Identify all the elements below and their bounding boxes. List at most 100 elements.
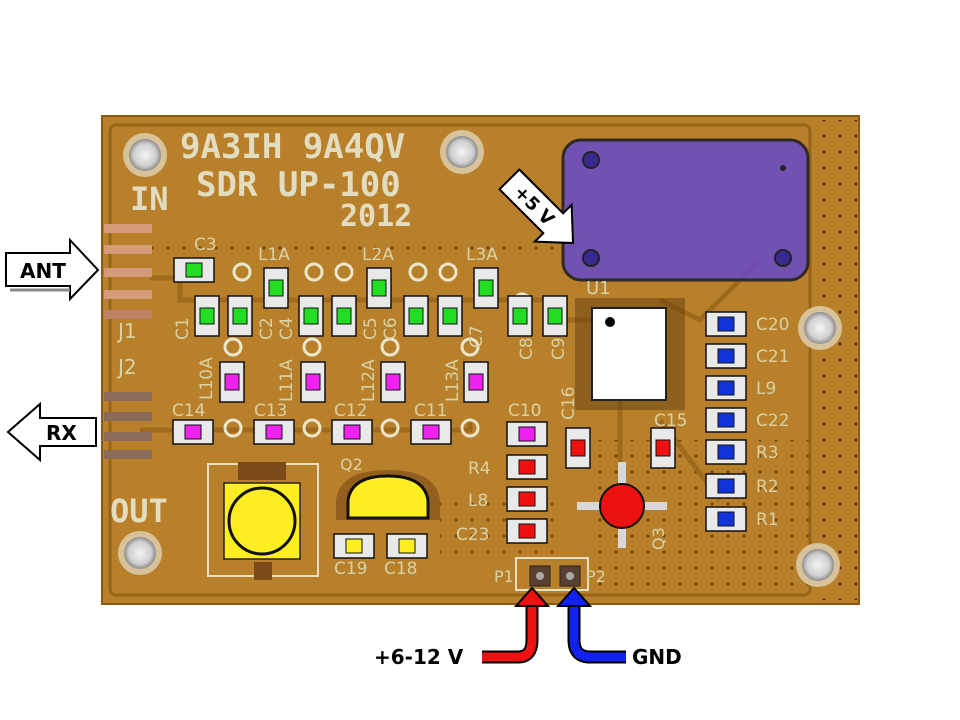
- refdes-c19: C19: [334, 559, 368, 579]
- refdes-c20: C20: [756, 315, 790, 335]
- refdes-c2: C2: [257, 317, 277, 340]
- wire-positive: [482, 586, 551, 664]
- component-c7: [437, 295, 463, 337]
- refdes-l10a: L10A: [197, 357, 217, 400]
- component-c10: [506, 421, 548, 447]
- label-q3: Q3: [649, 527, 668, 550]
- component-l8: [506, 486, 548, 512]
- component-l13a: [463, 361, 489, 403]
- mounting-hole-top-mid: [440, 130, 484, 174]
- refdes-c6: C6: [381, 317, 401, 340]
- refdes-l8: L8: [468, 491, 488, 511]
- refdes-r2: R2: [756, 477, 779, 497]
- header-line1: 9A3IH 9A4QV: [180, 127, 405, 167]
- refdes-r4: R4: [468, 459, 491, 479]
- component-c12: [331, 419, 373, 445]
- label-q2: Q2: [340, 455, 363, 474]
- component-r3: [705, 439, 747, 465]
- component-l11a: [300, 361, 326, 403]
- chip-u1: [575, 298, 685, 410]
- refdes-c7: C7: [467, 325, 487, 348]
- component-c5: [331, 295, 357, 337]
- connector-j1: [104, 224, 152, 319]
- label-j2: J2: [116, 355, 137, 379]
- refdes-c14: C14: [172, 401, 206, 421]
- label-out: OUT: [110, 492, 168, 530]
- refdes-c23: C23: [456, 525, 490, 545]
- refdes-l11a: L11A: [277, 359, 297, 402]
- component-c15: [650, 427, 676, 469]
- rx-callout: RX: [6, 401, 97, 463]
- label-u1: U1: [586, 278, 611, 299]
- refdes-l12a: L12A: [359, 359, 379, 402]
- label-p1: P1: [494, 567, 514, 586]
- refdes-c1: C1: [173, 317, 193, 340]
- component-l10a: [219, 361, 245, 403]
- refdes-c3: C3: [194, 235, 217, 255]
- refdes-c4: C4: [277, 317, 297, 340]
- mounting-hole-bottom-left: [118, 531, 162, 575]
- refdes-c12: C12: [334, 401, 368, 421]
- component-c11: [410, 419, 452, 445]
- ant-callout: ANT: [5, 237, 100, 302]
- refdes-c11: C11: [414, 401, 448, 421]
- refdes-c18: C18: [384, 559, 418, 579]
- component-c9: [542, 295, 568, 337]
- header-line3: 2012: [340, 199, 412, 234]
- component-c22: [705, 407, 747, 433]
- label-in: IN: [130, 180, 169, 218]
- label-j1: J1: [116, 319, 137, 343]
- component-r4: [506, 454, 548, 480]
- component-c6: [403, 295, 429, 337]
- transistor-q2: [336, 470, 440, 520]
- component-r1: [705, 506, 747, 532]
- component-c4: [298, 295, 324, 337]
- crystal-yellow-square: [207, 462, 319, 580]
- component-c1: [194, 295, 220, 337]
- component-r2: [705, 473, 747, 499]
- mounting-hole-right-mid: [798, 306, 842, 350]
- component-c23: [506, 518, 548, 544]
- component-c16: [565, 427, 591, 469]
- mounting-hole-top-left: [123, 133, 167, 177]
- connector-j2: [104, 392, 152, 459]
- transistor-q3: [577, 462, 667, 548]
- component-l3a: [473, 267, 499, 309]
- gnd-label: GND: [632, 645, 682, 669]
- header-line2: SDR UP-100: [196, 165, 401, 205]
- refdes-l1a: L1A: [258, 245, 290, 265]
- refdes-c16: C16: [559, 386, 579, 420]
- component-c19: [333, 533, 375, 559]
- regulator-overlay: [561, 138, 810, 282]
- component-c3: [173, 257, 215, 283]
- component-l9: [705, 375, 747, 401]
- refdes-l13a: L13A: [443, 359, 463, 402]
- component-c20: [705, 311, 747, 337]
- refdes-c22: C22: [756, 411, 790, 431]
- component-l2a: [366, 267, 392, 309]
- rx-callout-label: RX: [46, 421, 77, 445]
- refdes-l3a: L3A: [466, 245, 498, 265]
- wire-ground: [555, 586, 626, 664]
- refdes-r3: R3: [756, 443, 779, 463]
- component-l1a: [263, 267, 289, 309]
- component-c18: [386, 533, 428, 559]
- component-c8: [507, 295, 533, 337]
- refdes-c9: C9: [549, 337, 569, 360]
- refdes-c5: C5: [361, 317, 381, 340]
- refdes-c21: C21: [756, 347, 790, 367]
- component-c14: [172, 419, 214, 445]
- component-c13: [253, 419, 295, 445]
- power-pads: [515, 557, 589, 591]
- refdes-c8: C8: [517, 337, 537, 360]
- label-p2: P2: [586, 567, 606, 586]
- vin-label: +6-12 V: [374, 645, 464, 669]
- component-l12a: [380, 361, 406, 403]
- refdes-l2a: L2A: [362, 245, 394, 265]
- component-c2: [227, 295, 253, 337]
- refdes-c15: C15: [654, 411, 688, 431]
- refdes-c10: C10: [508, 401, 542, 421]
- refdes-r1: R1: [756, 510, 779, 530]
